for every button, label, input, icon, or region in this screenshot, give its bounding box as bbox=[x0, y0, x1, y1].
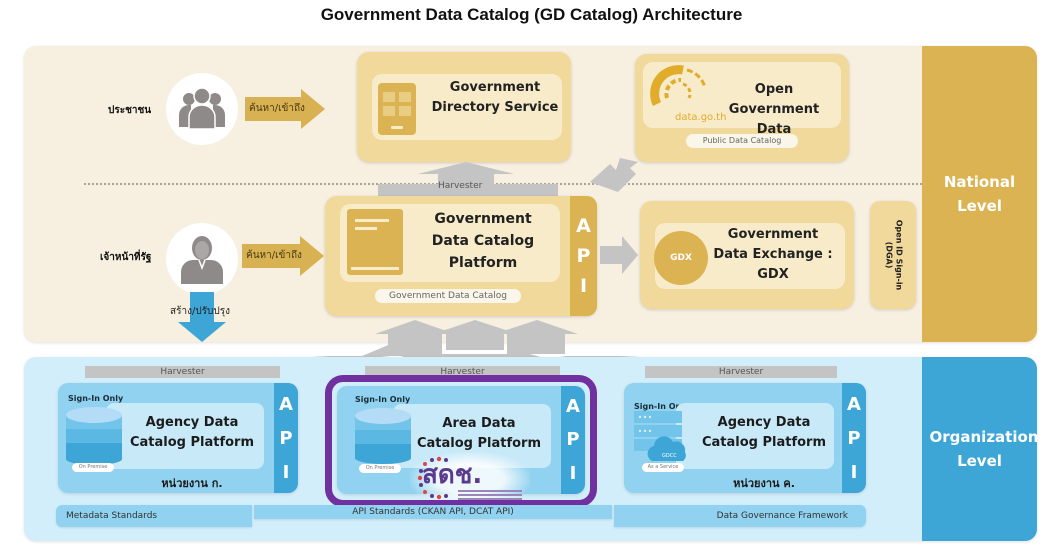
document-icon bbox=[347, 209, 403, 275]
ondc-logo: สดช. bbox=[410, 452, 530, 506]
area-platform-highlight bbox=[325, 375, 597, 507]
signin-only-label: Sign-In Only bbox=[634, 402, 690, 411]
on-premise-pill: On Premise bbox=[359, 464, 401, 473]
harvester-up-arrow bbox=[378, 162, 558, 198]
server-cloud-icon bbox=[634, 411, 686, 461]
officer-label: เจ้าหน้าที่รัฐ bbox=[100, 252, 152, 263]
diagonal-arrow-icon bbox=[590, 158, 638, 192]
citizen-search-arrow: ค้นหา/เข้าถึง bbox=[245, 89, 325, 129]
gd-catalog-pill: Government Data Catalog bbox=[375, 289, 521, 303]
agency-a-title-line2: Catalog Platform bbox=[129, 435, 255, 450]
tablet-icon bbox=[378, 83, 416, 135]
agency-a-title-line1: Agency Data bbox=[145, 415, 239, 430]
harvester-bar-c: Harvester bbox=[645, 366, 837, 378]
gd-catalog-api-bar[interactable]: A P I bbox=[570, 196, 597, 316]
gdx-title-line1: Government bbox=[727, 227, 819, 242]
data-governance-framework: Data Governance Framework bbox=[614, 505, 866, 527]
area-title-line2: Catalog Platform bbox=[416, 436, 542, 451]
gdcc-label: GDCC bbox=[662, 453, 677, 459]
directory-service-card[interactable]: Government Directory Service bbox=[357, 52, 571, 162]
area-api-bar[interactable]: A P I bbox=[561, 386, 585, 494]
agency-c-api-bar[interactable]: A P I bbox=[842, 383, 866, 493]
open-data-card[interactable]: data.go.th Open Government Data Public D… bbox=[635, 54, 849, 162]
citizen-label: ประชาชน bbox=[108, 105, 152, 116]
agency-a-api-bar[interactable]: A P I bbox=[274, 383, 298, 493]
directory-title-line1: Government bbox=[449, 80, 541, 95]
agency-a-platform-card[interactable]: Sign-In Only On Premise Agency Data Cata… bbox=[58, 383, 298, 493]
as-a-service-pill: As a Service bbox=[642, 463, 684, 472]
agency-c-title-line2: Catalog Platform bbox=[701, 435, 827, 450]
gd-catalog-title-line3: Platform bbox=[448, 255, 518, 271]
database-icon bbox=[66, 407, 122, 465]
agency-c-platform-card[interactable]: Sign-In Only GDCC As a Service Agency Da… bbox=[624, 383, 866, 493]
agency-c-name: หน่วยงาน ค. bbox=[733, 477, 795, 490]
citizen-action-label: ค้นหา/เข้าถึง bbox=[249, 103, 305, 114]
api-standards: API Standards (CKAN API, DCAT API) bbox=[254, 505, 612, 519]
gdx-icon: GDX bbox=[654, 231, 708, 285]
officer-avatar bbox=[166, 223, 238, 295]
agency-c-title-line1: Agency Data bbox=[717, 415, 811, 430]
data-go-th-logo-text: data.go.th bbox=[675, 112, 727, 123]
people-group-icon bbox=[179, 87, 225, 130]
openid-label-line1: Open ID Sign-in bbox=[894, 219, 903, 291]
directory-title-line2: Directory Service bbox=[431, 100, 559, 115]
diagram-title: Government Data Catalog (GD Catalog) Arc… bbox=[320, 5, 743, 24]
on-premise-pill: On Premise bbox=[72, 463, 114, 472]
harvester-national-label: Harvester bbox=[438, 181, 483, 191]
officer-search-arrow: ค้นหา/เข้าถึง bbox=[242, 236, 324, 276]
signin-only-label: Sign-In Only bbox=[68, 394, 124, 403]
gdx-card[interactable]: GDX Government Data Exchange : GDX bbox=[640, 201, 854, 309]
arrow-to-gdx-icon bbox=[600, 236, 638, 274]
arrow-right-icon bbox=[245, 89, 325, 129]
create-update-down-arrow bbox=[178, 292, 226, 342]
gdx-title-line2: Data Exchange : bbox=[713, 247, 833, 262]
open-data-title-line2: Data bbox=[756, 122, 792, 137]
data-go-th-logo-icon bbox=[650, 65, 707, 106]
officer-action-label: ค้นหา/เข้าถึง bbox=[246, 250, 302, 261]
openid-label-line2: (DGA) bbox=[884, 241, 893, 269]
create-update-label: สร้าง/ปรับปรุง bbox=[170, 306, 231, 317]
ondc-logo-text: สดช. bbox=[422, 460, 483, 490]
signin-only-label: Sign-In Only bbox=[355, 395, 411, 404]
agency-a-name: หน่วยงาน ก. bbox=[161, 477, 223, 490]
metadata-standards: Metadata Standards bbox=[56, 505, 252, 527]
open-data-title-line1: Open Government bbox=[728, 82, 820, 117]
gdx-title-line3: GDX bbox=[757, 267, 789, 282]
area-title-line1: Area Data bbox=[442, 416, 516, 431]
harvester-bar-a: Harvester bbox=[85, 366, 280, 378]
gd-catalog-platform-card[interactable]: Government Data Catalog Platform Governm… bbox=[325, 196, 597, 316]
gd-catalog-title-line2: Data Catalog bbox=[431, 233, 535, 249]
organization-level-label: Organization Level bbox=[922, 357, 1038, 541]
national-level-label: National Level bbox=[922, 46, 1037, 342]
arrow-right-icon bbox=[242, 236, 324, 276]
public-data-catalog-pill: Public Data Catalog bbox=[686, 134, 798, 148]
person-icon bbox=[181, 236, 223, 284]
database-icon bbox=[355, 408, 411, 464]
openid-signin-card[interactable]: Open ID Sign-in (DGA) bbox=[870, 201, 916, 309]
gd-catalog-title-line1: Government bbox=[434, 211, 532, 227]
dotted-ring-icon bbox=[417, 456, 448, 500]
citizen-avatar bbox=[166, 73, 238, 145]
